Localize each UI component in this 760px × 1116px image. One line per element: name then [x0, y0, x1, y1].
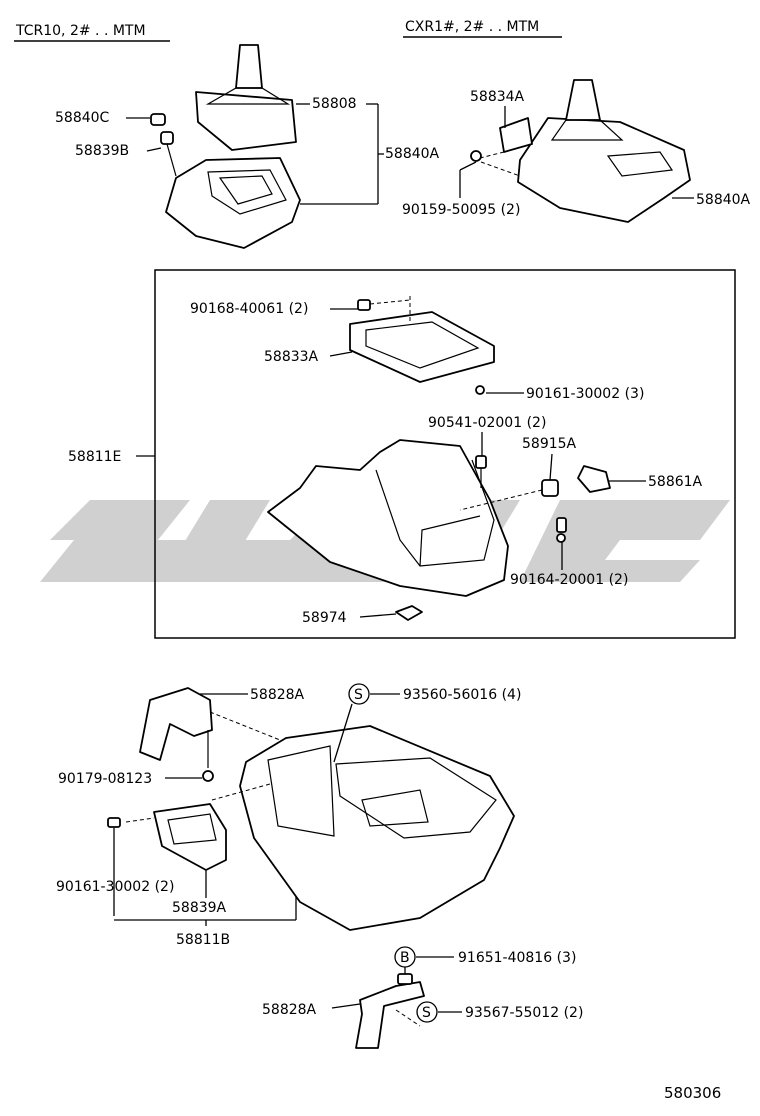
screw-90159 — [470, 150, 521, 177]
bolt-90179 — [202, 730, 214, 782]
label-58840a-left: 58840A — [385, 146, 440, 162]
callout-s-bottom: S — [422, 1005, 431, 1021]
small-clip-58840c — [150, 113, 166, 126]
glovebox-58839a — [125, 783, 271, 871]
label-58828a-top: 58828A — [250, 687, 305, 703]
label-90168: 90168-40061 (2) — [190, 301, 308, 317]
label-90161-bottom: 90161-30002 (2) — [56, 879, 174, 895]
label-93560: 93560-56016 (4) — [403, 687, 521, 703]
figure-number: 580306 — [664, 1084, 721, 1102]
callout-circle-s-top — [348, 683, 370, 705]
screw-90161-top — [475, 385, 485, 395]
screw-90168 — [357, 296, 411, 324]
console-right-part — [517, 79, 691, 223]
console-panel-left — [165, 157, 301, 249]
label-91651: 91651-40816 (3) — [458, 950, 576, 966]
label-90541: 90541-02001 (2) — [428, 415, 546, 431]
label-58840c: 58840C — [55, 110, 110, 126]
label-58811b: 58811B — [176, 932, 230, 948]
screw-90164 — [556, 517, 567, 543]
shift-boot-part — [195, 44, 297, 151]
label-58861a: 58861A — [648, 474, 703, 490]
label-58840a-right: 58840A — [696, 192, 751, 208]
label-58833a: 58833A — [264, 349, 319, 365]
bracket-58828a-bottom — [355, 973, 425, 1049]
label-58828a-bottom: 58828A — [262, 1002, 317, 1018]
label-93567: 93567-55012 (2) — [465, 1005, 583, 1021]
label-58808: 58808 — [312, 96, 357, 112]
assembly-box-58811e — [154, 269, 736, 639]
header-left-variant: TCR10, 2# . . MTM — [15, 23, 146, 39]
callout-s-top: S — [354, 687, 363, 703]
label-58811e: 58811E — [68, 449, 121, 465]
screw-90161-bottom — [107, 817, 121, 828]
label-58915a: 58915A — [522, 436, 577, 452]
bracket-58834a — [479, 117, 533, 159]
main-console-box — [239, 725, 515, 931]
clip-90541 — [475, 455, 487, 488]
callout-circle-s-bottom — [416, 1001, 438, 1023]
label-58974: 58974 — [302, 610, 347, 626]
switch-58915a — [459, 479, 559, 511]
console-cover-58811e — [267, 439, 509, 597]
label-90161-top: 90161-30002 (3) — [526, 386, 644, 402]
bracket-58861a — [577, 465, 611, 493]
label-90159: 90159-50095 (2) — [402, 202, 520, 218]
label-90164: 90164-20001 (2) — [510, 572, 628, 588]
label-90179: 90179-08123 — [58, 771, 152, 787]
clip-58974 — [395, 605, 423, 621]
bracket-58828a-top — [139, 687, 281, 761]
label-58839b: 58839B — [75, 143, 129, 159]
label-58839a: 58839A — [172, 900, 227, 916]
header-right-variant: CXR1#, 2# . . MTM — [405, 19, 539, 35]
callout-b: B — [400, 950, 410, 966]
small-clip-58839b — [160, 131, 177, 177]
bezel-58833a — [349, 311, 495, 383]
label-58834a: 58834A — [470, 89, 525, 105]
